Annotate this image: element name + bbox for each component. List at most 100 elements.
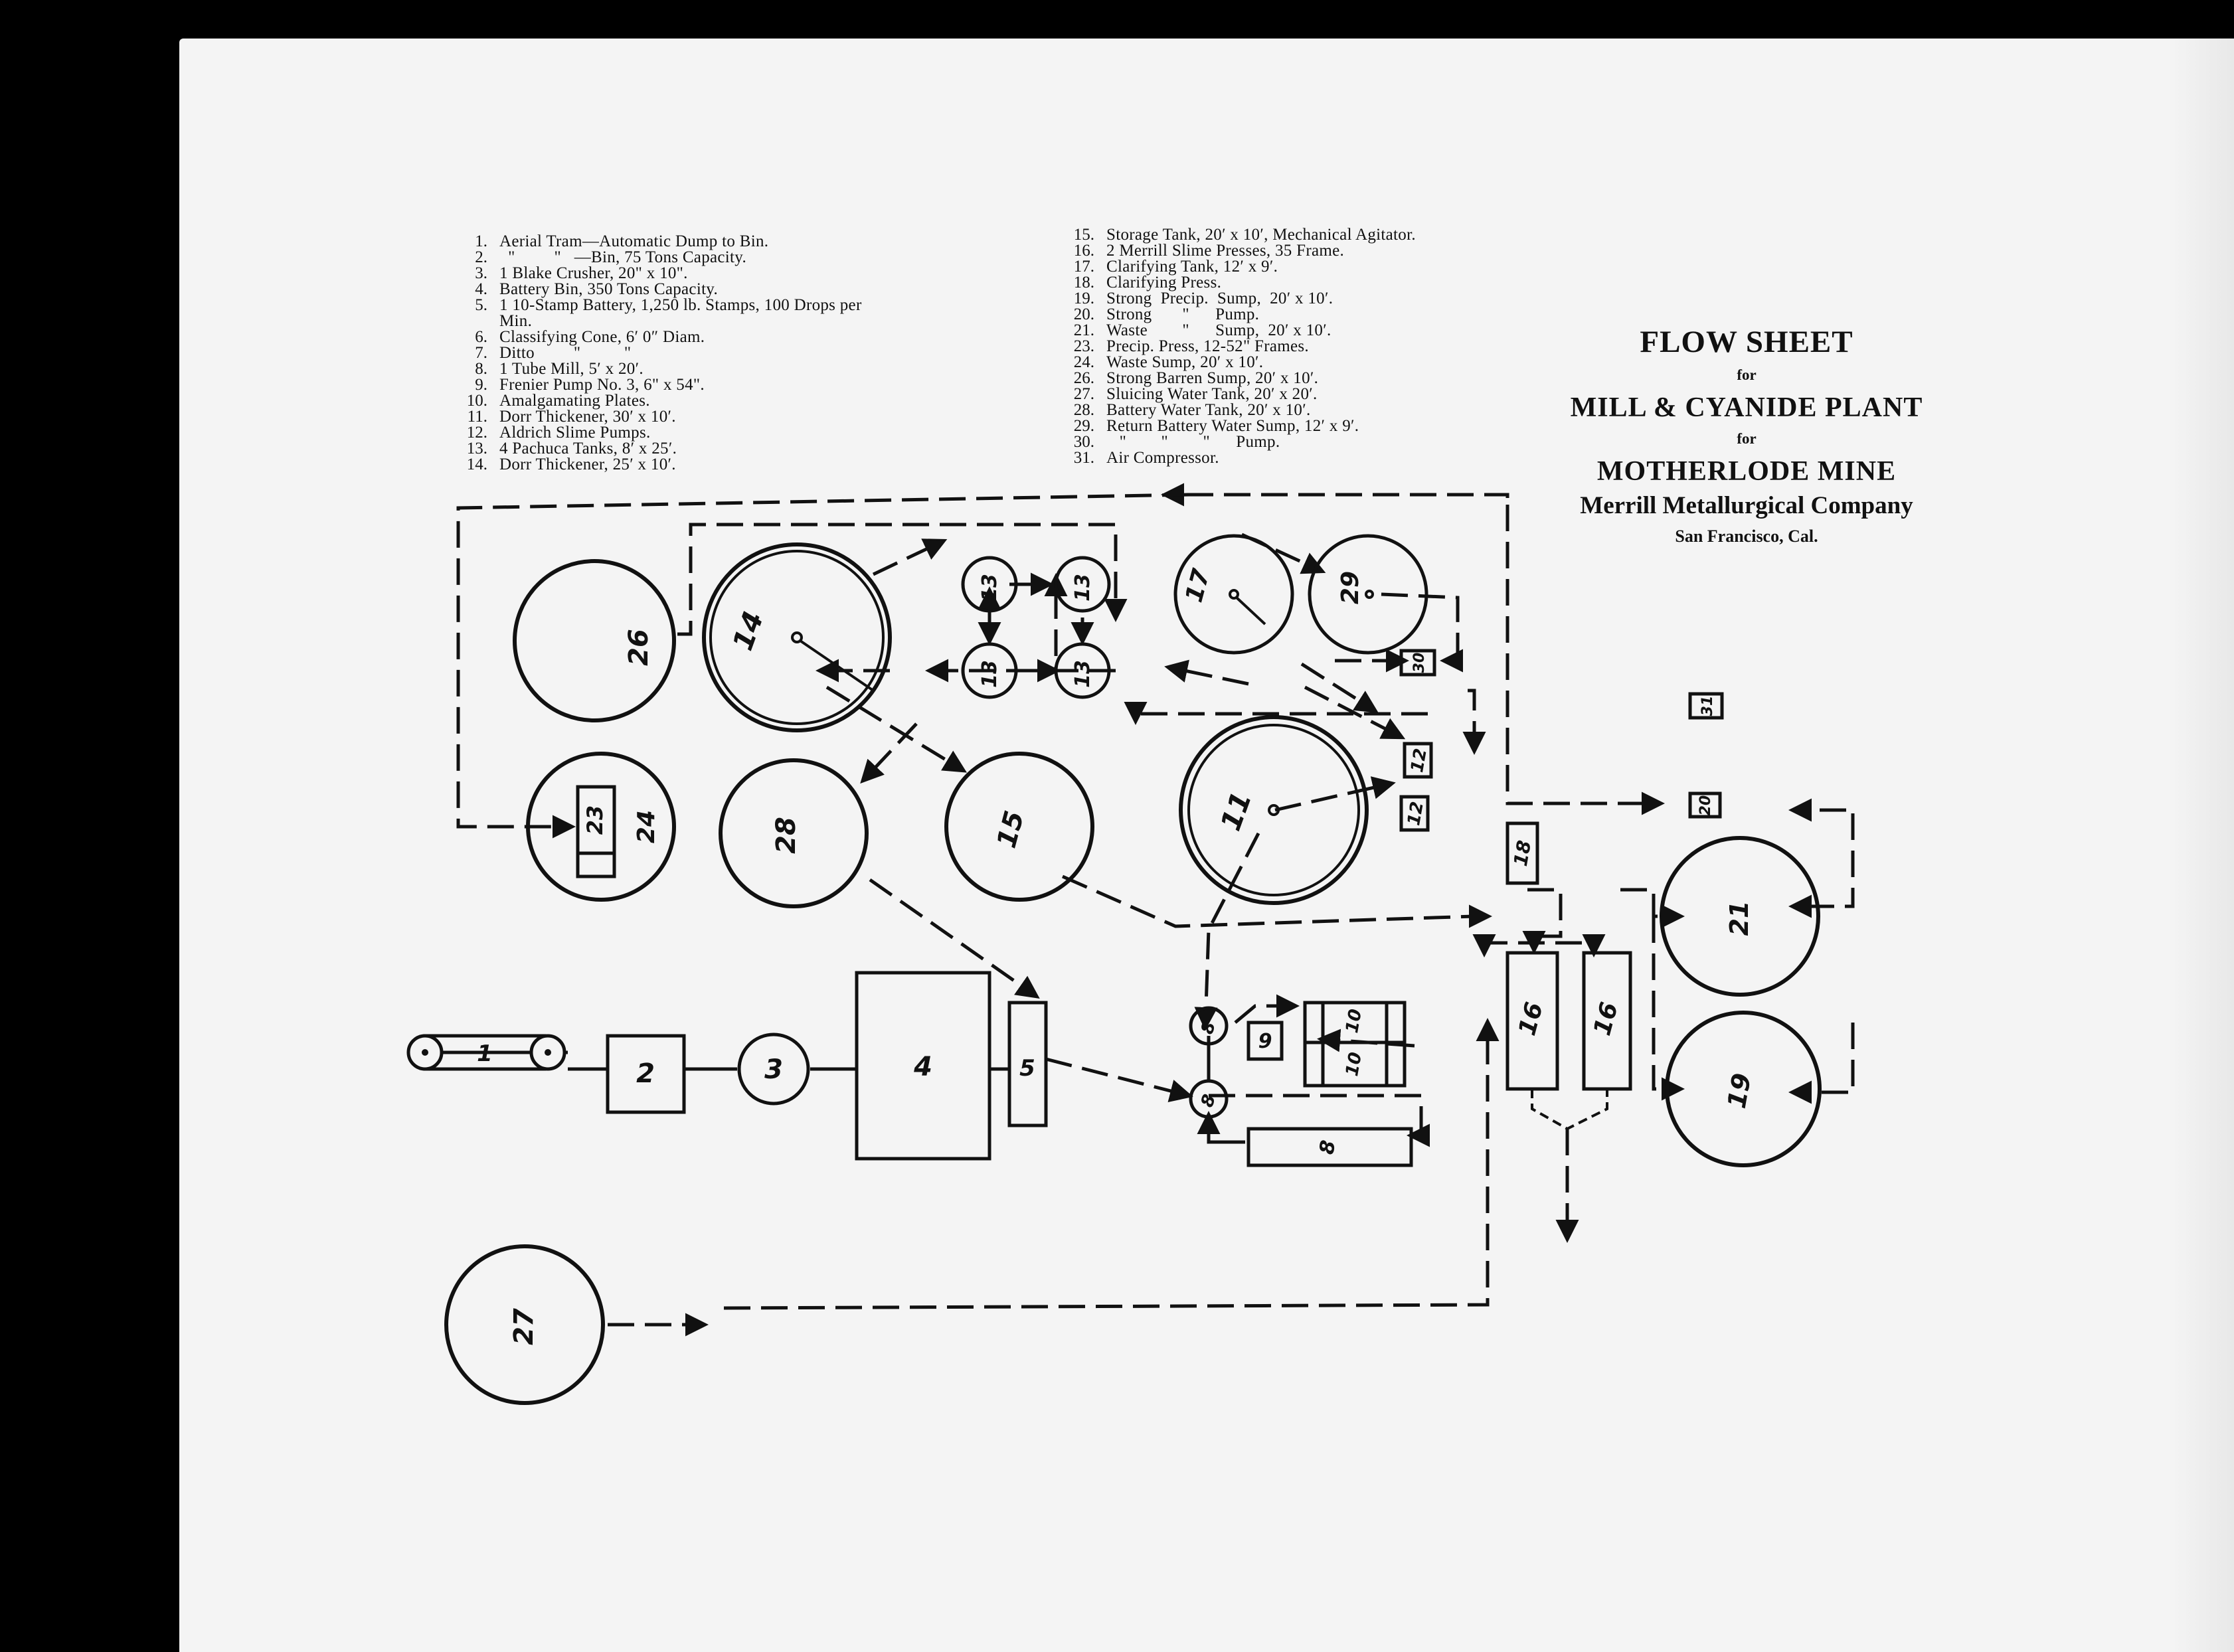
- legend-number: 16.: [1073, 242, 1094, 260]
- flow-line: [1164, 659, 1249, 686]
- flow-line: [1209, 1094, 1430, 1147]
- flow-line: [1161, 483, 1509, 507]
- legend-text: Clarifying Tank, 12′ x 9′.: [1106, 258, 1278, 276]
- label-30: 30: [1411, 653, 1428, 673]
- legend-number: 20.: [1073, 305, 1094, 323]
- legend-item: 1.Aerial Tram—Automatic Dump to Bin.: [449, 232, 862, 250]
- flow-line: [1300, 662, 1379, 713]
- title-mine: MOTHERLODE MINE: [1596, 456, 1897, 487]
- flow-line: [1045, 1057, 1193, 1103]
- legend-left: 1.Aerial Tram—Automatic Dump to Bin.2. "…: [449, 232, 862, 473]
- flow-line: [1234, 994, 1300, 1024]
- legend-item: 23.Precip. Press, 12-52" Frames.: [1056, 337, 1416, 355]
- tube-mill-8: 8: [1246, 1127, 1413, 1167]
- legend-number: 27.: [1073, 385, 1094, 403]
- label-11: 11: [1214, 787, 1258, 835]
- legend-number: 29.: [1073, 417, 1094, 435]
- legend-item: 27.Sluicing Water Tank, 20′ x 20′.: [1056, 386, 1416, 402]
- label-12b: 12: [1404, 800, 1428, 827]
- sump-26: 26: [513, 559, 676, 722]
- legend-item: 6.Classifying Cone, 6′ 0″ Diam.: [449, 329, 862, 345]
- flow-line: [869, 878, 1040, 999]
- label-10a: 10: [1342, 1007, 1366, 1034]
- flow-line: [825, 685, 967, 773]
- legend-item: 31. Air Compressor.: [1056, 450, 1416, 466]
- flow-line: [1620, 888, 1685, 928]
- label-9: 9: [1258, 1030, 1272, 1053]
- label-13c: 13: [978, 660, 1001, 688]
- label-10b: 10: [1342, 1050, 1366, 1078]
- legend-text: Air Compressor.: [1106, 449, 1219, 467]
- flow-line: [1481, 934, 1606, 957]
- legend-item: Min.: [449, 313, 862, 329]
- sump-24: 24: [526, 752, 676, 902]
- flow-line: [1274, 776, 1396, 812]
- label-5: 5: [1019, 1055, 1035, 1082]
- legend-number: 19.: [1073, 289, 1094, 307]
- legend-item: 26.Strong Barren Sump, 20′ x 10′.: [1056, 370, 1416, 386]
- strong-pump-20: 20: [1688, 791, 1722, 819]
- legend-item: 20.Strong " Pump.: [1056, 305, 1416, 323]
- flow-line: [1061, 874, 1492, 928]
- legend-number: 1.: [475, 232, 487, 250]
- legend-item: 19. Strong Precip. Sump, 20′ x 10′.: [1056, 289, 1416, 307]
- label-27: 27: [509, 1308, 539, 1345]
- legend-item: 17.Clarifying Tank, 12′ x 9′.: [1056, 258, 1416, 276]
- label-1: 1: [477, 1040, 493, 1067]
- flow-line: [1522, 888, 1563, 954]
- return-pump-30: 30: [1399, 649, 1436, 677]
- flow-line: [1505, 505, 1665, 815]
- flow-line: [1381, 592, 1463, 673]
- legend-number: 31.: [1073, 449, 1094, 467]
- legend-text: Battery Water Tank, 20′ x 10′.: [1106, 401, 1311, 419]
- label-24: 24: [633, 810, 660, 843]
- flow-line: [1462, 689, 1486, 755]
- title-plant: MILL & CYANIDE PLANT: [1570, 392, 1923, 423]
- label-3: 3: [764, 1054, 783, 1085]
- title-for-1: for: [1737, 367, 1757, 383]
- label-13b: 13: [1071, 574, 1094, 602]
- slime-pumps-12: 12 12: [1399, 742, 1433, 832]
- legend-text: 2 Merrill Slime Presses, 35 Frame.: [1106, 242, 1345, 260]
- mill-link: [1207, 1036, 1245, 1144]
- clarifying-press-18: 18: [1505, 821, 1539, 885]
- legend-item: 13.4 Pachuca Tanks, 8′ x 25′.: [449, 440, 862, 457]
- legend-text: Dorr Thickener, 25′ x 10′.: [499, 455, 676, 473]
- precip-press-23: 23: [576, 785, 616, 878]
- pachuca-tanks-13: 13 13 13 13: [961, 556, 1111, 699]
- sluicing-tank-27: 27: [444, 1244, 605, 1405]
- label-13a: 13: [978, 574, 1001, 602]
- thickener-14: 14: [702, 542, 892, 732]
- label-8a: 8: [1197, 1019, 1220, 1036]
- legend-number: 15.: [1073, 226, 1094, 244]
- flow-line: [677, 523, 1128, 636]
- label-4: 4: [913, 1052, 932, 1082]
- legend-number: 8.: [475, 360, 487, 378]
- title-for-2: for: [1737, 430, 1757, 447]
- legend-text: Dorr Thickener, 30′ x 10′.: [499, 408, 676, 426]
- legend-number: 24.: [1073, 353, 1094, 371]
- flow-line: [1304, 685, 1406, 740]
- label-13d: 13: [1071, 660, 1094, 688]
- amalgamating-plates-10: 10 10: [1303, 1001, 1407, 1088]
- aerial-tram-1: 1: [406, 1034, 566, 1071]
- legend-number: 13.: [466, 440, 487, 457]
- label-21: 21: [1725, 901, 1754, 936]
- flow-sheet-page: [179, 39, 2234, 1652]
- legend-item: 30. " " " Pump.: [1056, 434, 1416, 450]
- legend-item: 4.Battery Bin, 350 Tons Capacity.: [449, 281, 862, 297]
- legend-text: 1 Blake Crusher, 20" x 10".: [499, 264, 688, 282]
- legend-item: 3.1 Blake Crusher, 20" x 10".: [449, 264, 862, 282]
- title-flow-sheet: FLOW SHEET: [1640, 325, 1853, 359]
- water-tank-28: 28: [719, 758, 869, 908]
- flow-line: [860, 722, 918, 784]
- legend-number: 14.: [466, 455, 487, 473]
- legend-item: 10.Amalgamating Plates.: [449, 392, 862, 409]
- legend-item: 21.Waste " Sump, 20′ x 10′.: [1056, 322, 1416, 339]
- legend-text: Strong Precip. Sump, 20′ x 10′.: [1106, 289, 1333, 307]
- frenier-pump-9: 9: [1246, 1021, 1284, 1061]
- legend-text: Precip. Press, 12-52" Frames.: [1106, 337, 1309, 355]
- label-17: 17: [1181, 566, 1216, 606]
- label-31: 31: [1699, 696, 1716, 716]
